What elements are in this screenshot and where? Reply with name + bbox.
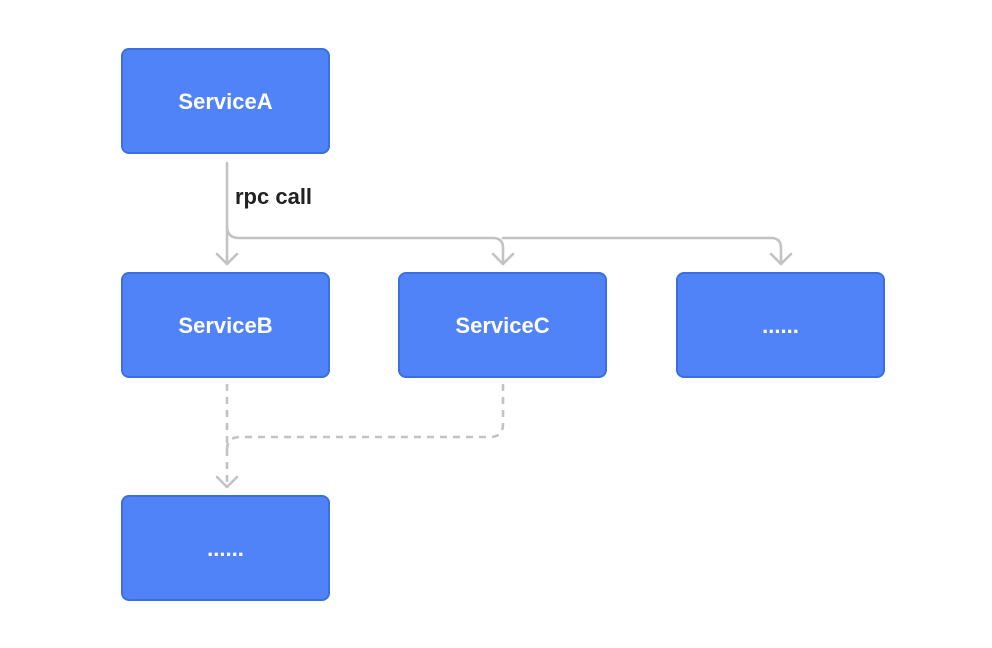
edge-a-to-c [225, 224, 505, 265]
node-more-bottom[interactable]: ...... [121, 495, 330, 601]
dashed-connectors [215, 384, 505, 489]
edge-c-to-bottom [225, 384, 505, 451]
node-service-a[interactable]: ServiceA [121, 48, 330, 154]
node-service-c[interactable]: ServiceC [398, 272, 607, 378]
arrowhead-c [491, 252, 515, 266]
node-label-service-a: ServiceA [178, 89, 272, 114]
node-service-b[interactable]: ServiceB [121, 272, 330, 378]
arrowhead-more [769, 252, 793, 266]
arrowhead-b [215, 252, 239, 266]
rpc-connectors [215, 161, 793, 266]
node-label-more-right: ...... [762, 313, 799, 338]
rpc-call-label: rpc call [235, 184, 312, 209]
edge-a-to-more [501, 236, 783, 265]
node-label-service-b: ServiceB [178, 313, 272, 338]
node-more-right[interactable]: ...... [676, 272, 885, 378]
node-label-service-c: ServiceC [455, 313, 549, 338]
node-label-more-bottom: ...... [207, 536, 244, 561]
arrowhead-bottom [215, 475, 239, 489]
